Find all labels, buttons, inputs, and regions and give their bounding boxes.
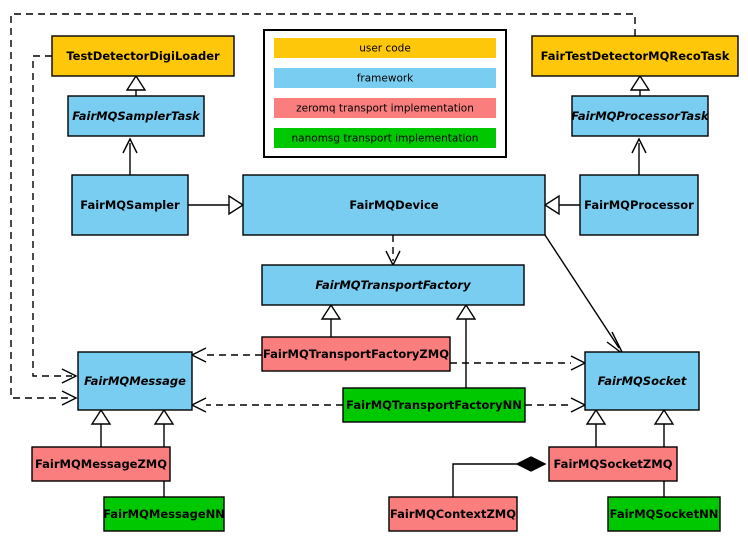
edge-socketzmq-to-socket [585,408,607,447]
edge-processortask-to-recotask [629,74,651,96]
class-name-label: FairMQMessage [84,374,186,388]
class-rect [531,35,739,77]
class-rect [342,387,526,423]
class-rect [579,174,699,236]
class-box-fairmqmessage[interactable]: FairMQMessage [77,351,193,411]
class-name-label: FairMQMessageNN [103,507,225,521]
class-rect [607,496,721,532]
edge-samplertask-to-digiloader [125,74,147,96]
class-box-fairmqcontextzmq[interactable]: FairMQContextZMQ [388,496,518,532]
legend-swatch [274,128,496,148]
class-box-fairmqtransportfactory[interactable]: FairMQTransportFactory [261,264,525,306]
class-rect [388,496,518,532]
class-name-label: FairTestDetectorMQRecoTask [541,49,730,63]
class-box-fairmqsocketzmq[interactable]: FairMQSocketZMQ [548,446,678,482]
class-rect [548,446,678,482]
edge-sampler-to-device [188,194,245,216]
class-rect [261,264,525,306]
class-rect [571,95,709,137]
class-rect [71,174,189,236]
class-rect [31,446,171,482]
class-box-fairmqsocketnn[interactable]: FairMQSocketNN [607,496,721,532]
class-box-fairtestdetectormqrecotask[interactable]: FairTestDetectorMQRecoTask [531,35,739,77]
edge-processor-to-processortask [631,137,647,175]
class-rect [584,351,700,411]
legend-swatch [274,98,496,118]
class-name-label: FairMQMessageZMQ [35,457,167,471]
edge-recotask-to-message [10,13,636,406]
class-rect [103,496,225,532]
legend-label: zeromq transport implementation [296,103,474,115]
class-name-label: FairMQContextZMQ [390,507,516,521]
class-name-label: FairMQSampler [80,198,180,212]
edge-contextzmq-to-socketzmq [452,456,547,497]
class-name-label: FairMQTransportFactoryNN [346,398,522,412]
class-box-fairmqsocket[interactable]: FairMQSocket [584,351,700,411]
class-rect [67,95,205,137]
class-name-label: FairMQTransportFactory [315,278,471,292]
class-box-fairmqtransportfactoryzmq[interactable]: FairMQTransportFactoryZMQ [261,336,451,372]
edge-sampler-to-samplertask [122,137,138,175]
class-name-label: FairMQSocketZMQ [554,457,673,471]
class-box-fairmqtransportfactorynn[interactable]: FairMQTransportFactoryNN [342,387,526,423]
class-name-label: FairMQSamplerTask [72,109,201,123]
class-rect [77,351,193,411]
legend-item-framework: framework [274,68,496,88]
legend-item-nanomsg: nanomsg transport implementation [274,128,496,148]
class-name-label: FairMQTransportFactoryZMQ [263,347,449,361]
class-box-fairmqdevice[interactable]: FairMQDevice [242,174,546,236]
legend-label: framework [357,73,414,85]
edge-factorynn-to-factory [455,303,477,388]
legend-swatch [274,68,496,88]
class-name-label: TestDetectorDigiLoader [66,49,220,63]
class-rect [242,174,546,236]
class-name-label: FairMQProcessorTask [571,109,710,123]
class-box-fairmqsampler[interactable]: FairMQSampler [71,174,189,236]
legend-label: user code [359,43,411,55]
class-name-label: FairMQProcessor [584,198,694,212]
class-box-fairmqsamplertask[interactable]: FairMQSamplerTask [67,95,205,137]
class-name-label: FairMQSocket [598,374,687,388]
class-rect [261,336,451,372]
class-rect [51,35,235,77]
legend-item-user-code: user code [274,38,496,58]
legend-swatch [274,38,496,58]
class-box-layer: TestDetectorDigiLoader FairTestDetectorMQ… [31,35,739,532]
class-box-testdetectordigiloader[interactable]: TestDetectorDigiLoader [51,35,235,77]
class-name-label: FairMQDevice [349,198,438,212]
class-name-label: FairMQSocketNN [610,507,719,521]
edge-factoryzmq-to-factory [320,303,342,337]
class-box-fairmqmessagenn[interactable]: FairMQMessageNN [103,496,225,532]
class-box-fairmqprocessortask[interactable]: FairMQProcessorTask [571,95,710,137]
edge-processor-to-device [543,194,580,216]
class-box-fairmqmessagezmq[interactable]: FairMQMessageZMQ [31,446,171,482]
edge-digiloader-to-message [32,55,78,384]
edge-messagezmq-to-message [90,408,112,447]
class-box-fairmqprocessor[interactable]: FairMQProcessor [579,174,699,236]
legend-label: nanomsg transport implementation [292,133,479,145]
legend: user code framework zeromq transport imple… [263,29,507,158]
legend-item-zeromq: zeromq transport implementation [274,98,496,118]
